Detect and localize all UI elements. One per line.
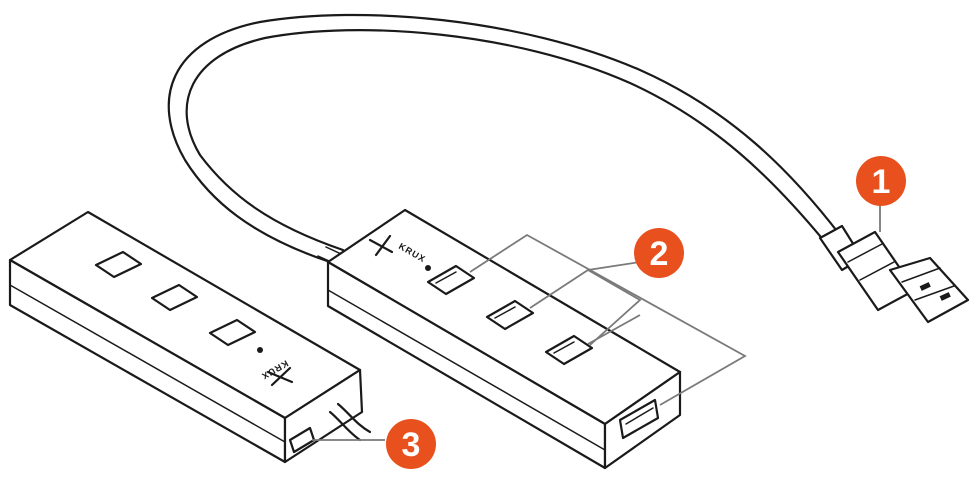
callout-1-circle xyxy=(856,156,906,206)
callout-badge-1: 1 xyxy=(856,156,906,206)
callout-1-number: 1 xyxy=(872,163,891,201)
leader-lines xyxy=(312,205,881,441)
callout-badge-2: 2 xyxy=(634,228,684,278)
hub-right-port-3 xyxy=(544,334,594,366)
hub-right-led xyxy=(425,265,431,271)
hub-left-port-2 xyxy=(150,283,199,312)
leader-2d xyxy=(587,269,642,346)
callout-3-circle xyxy=(386,419,436,469)
callout-badge-3: 3 xyxy=(386,419,436,469)
callout-2-circle xyxy=(634,228,684,278)
hub-left-led xyxy=(257,347,263,353)
usb-cable xyxy=(167,13,842,269)
hub-right-end-port xyxy=(618,398,660,440)
callout-2-number: 2 xyxy=(650,235,669,273)
hub-left-port-3 xyxy=(208,318,257,347)
hub-right-port-1 xyxy=(426,264,476,296)
hub-left: KRUX xyxy=(8,210,372,464)
callout-3-number: 3 xyxy=(402,426,421,464)
hub-right: KRUX xyxy=(326,208,682,470)
usb-plug xyxy=(818,224,970,324)
hub-left-port-1 xyxy=(94,250,143,279)
hub-right-port-2 xyxy=(485,299,535,331)
leader-2a xyxy=(469,233,747,406)
